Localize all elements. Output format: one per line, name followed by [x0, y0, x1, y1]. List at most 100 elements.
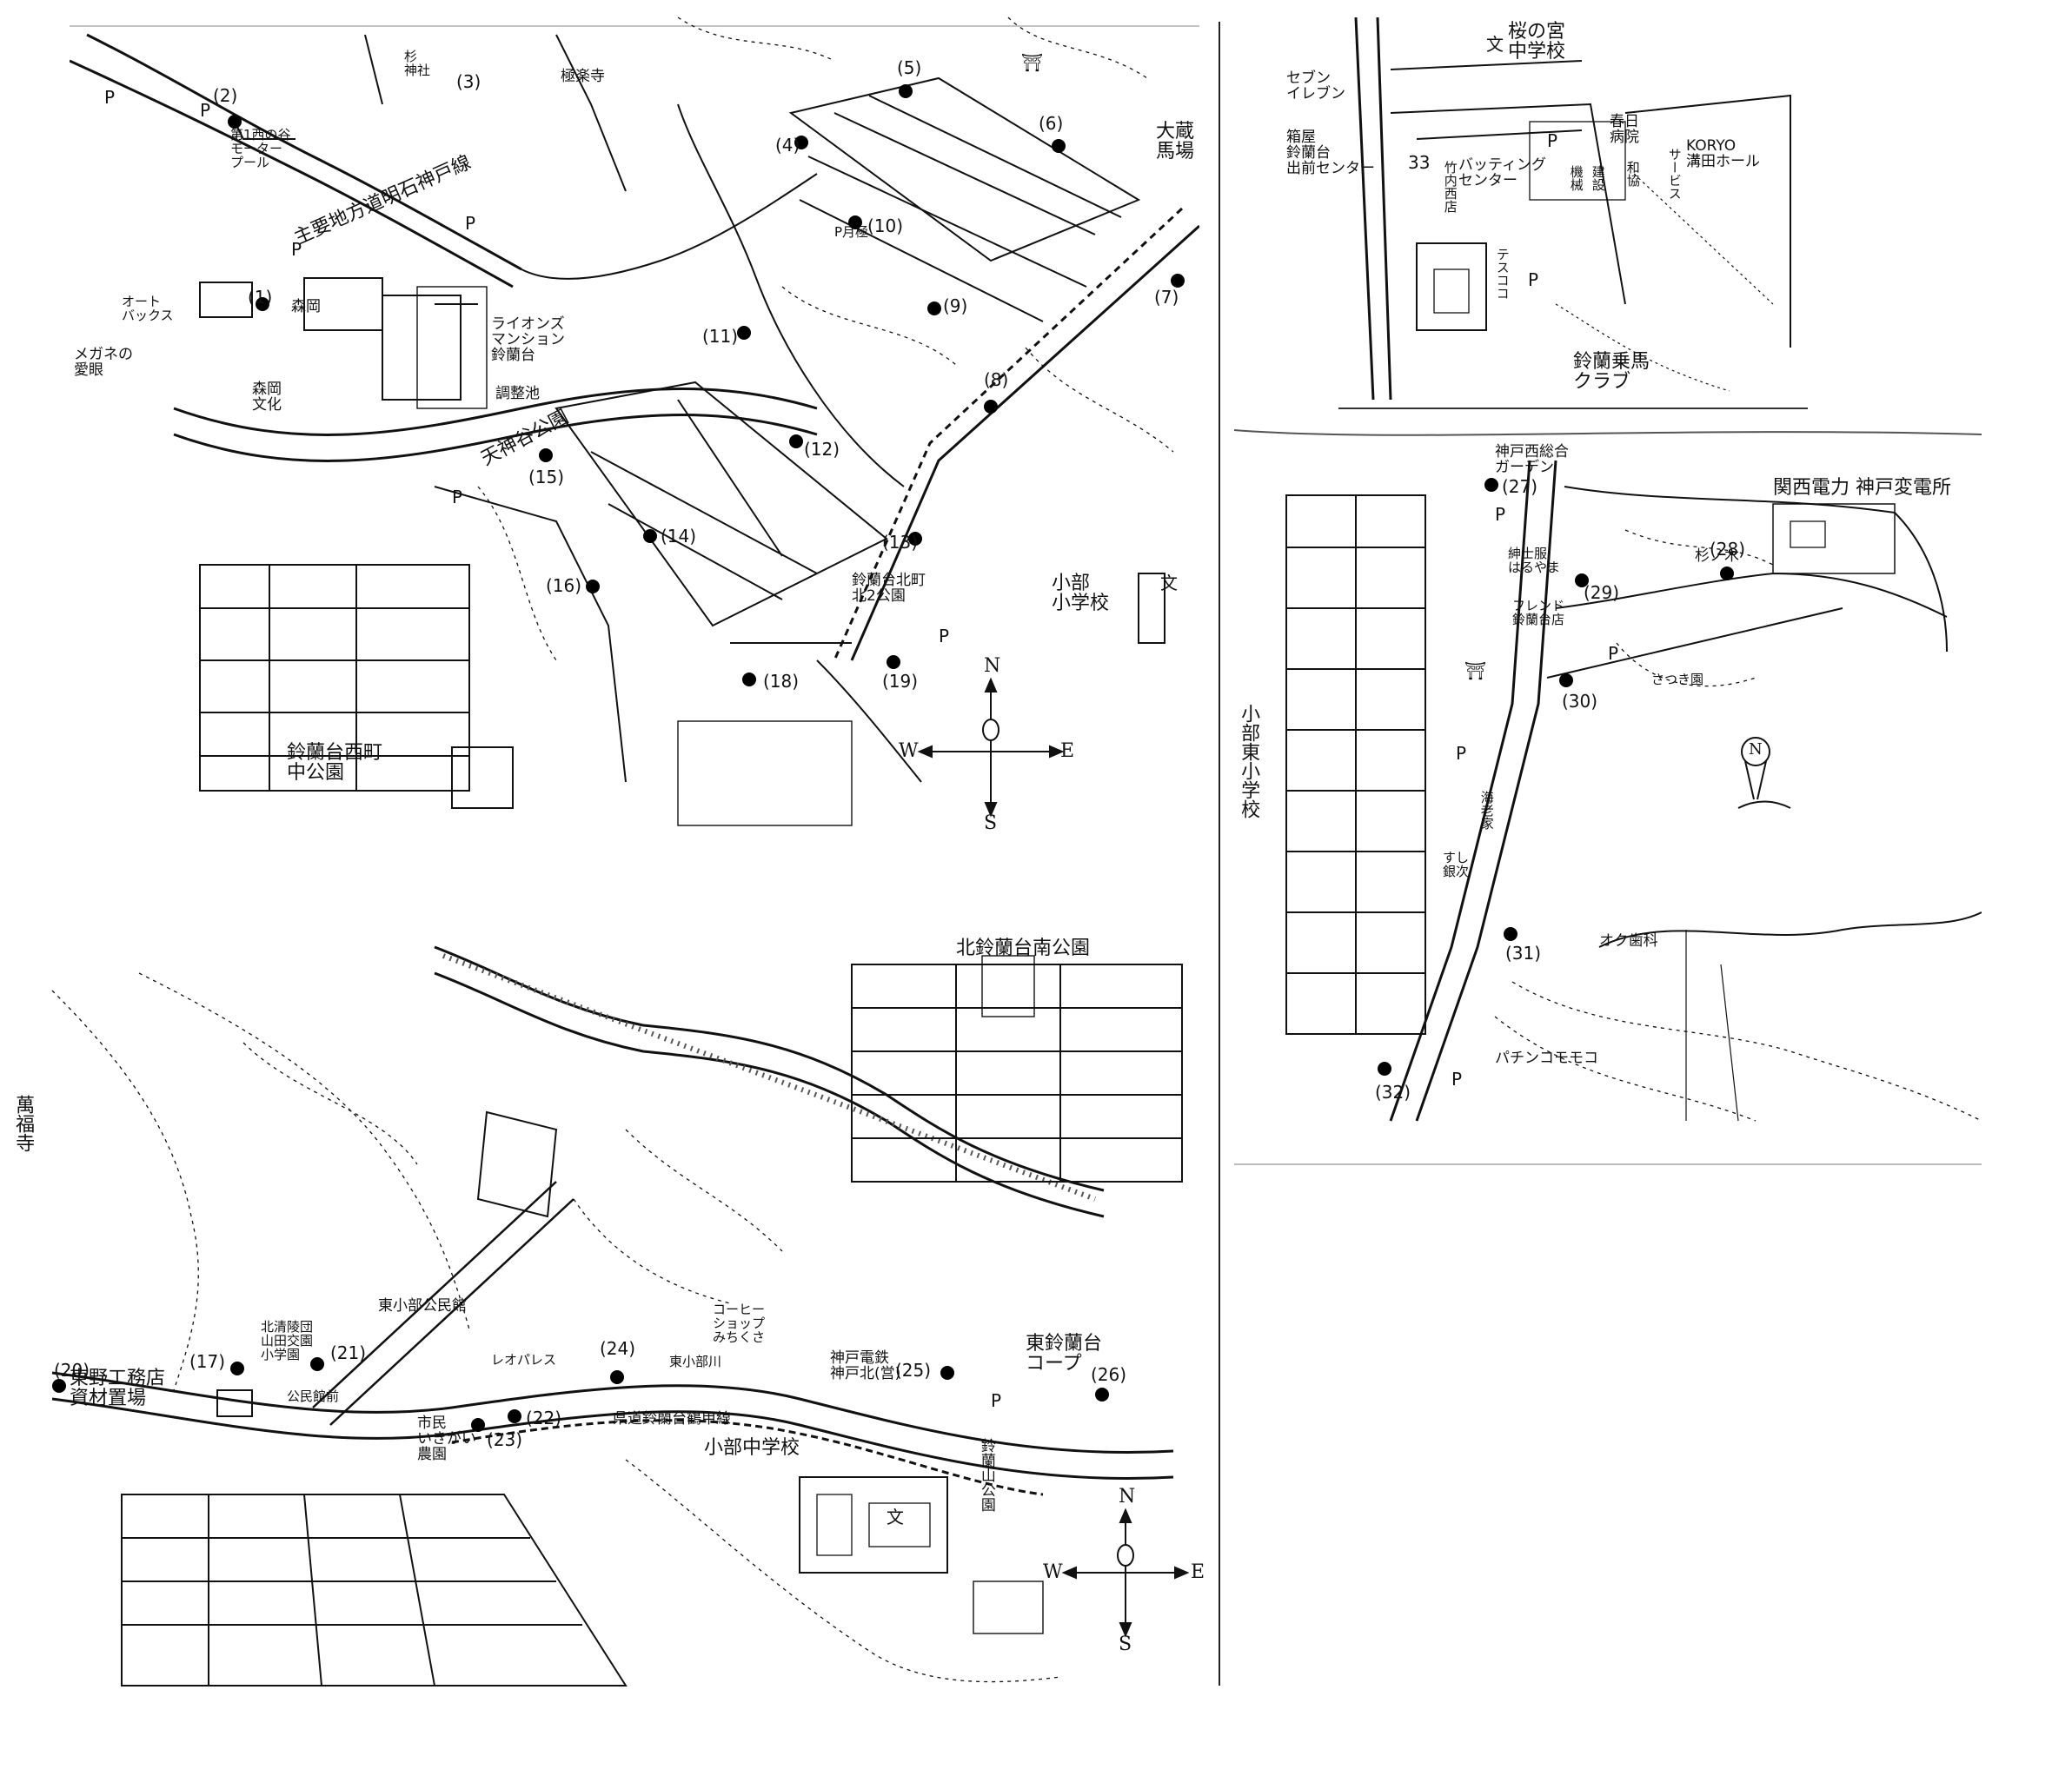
- stop-marker: [908, 532, 922, 546]
- stop-number: (8): [984, 369, 1009, 390]
- label-tes-coco: テスココ: [1494, 248, 1511, 300]
- label-kominkan-mae: 公民館前: [287, 1388, 340, 1404]
- stop-marker: [1095, 1388, 1109, 1402]
- compass-n: N: [1119, 1486, 1136, 1508]
- stop-number: (13): [882, 532, 919, 553]
- compass-balloon: N: [1721, 730, 1808, 825]
- parking-symbol: P: [991, 1390, 1002, 1411]
- stop-number: (4): [775, 135, 800, 156]
- stop-number: (15): [528, 467, 565, 487]
- stop-marker: [1575, 573, 1589, 587]
- stop-number: (7): [1154, 287, 1179, 308]
- label-kita-seiryo-park: 北清陵団 山田交園 小学園: [261, 1319, 314, 1362]
- stop-number: (31): [1505, 943, 1542, 964]
- stop-number: (24): [600, 1338, 636, 1359]
- label-sakuranomiya-school: 桜の宮 中学校: [1508, 21, 1566, 63]
- label-pachinko: パチンコモモコ: [1495, 1050, 1598, 1067]
- label-suzuran-horse: 鈴蘭乗馬 クラブ: [1573, 351, 1650, 394]
- stop-number: (17): [189, 1351, 226, 1372]
- label-shop-a: 竹内西店: [1442, 161, 1458, 213]
- compass-s: S: [1119, 1634, 1132, 1655]
- stop-number: (19): [882, 671, 919, 692]
- stop-marker: [643, 529, 657, 543]
- compass-rose: N S W E: [1043, 1486, 1205, 1655]
- compass-arrows: [917, 677, 1065, 818]
- label-ikigai-farm: 市民 いきがい 農園: [417, 1415, 476, 1463]
- label-friend-suzuran: フレンド 鈴蘭台店: [1512, 598, 1565, 627]
- label-shop-c: 建設: [1590, 165, 1606, 191]
- stop-number: (10): [867, 215, 904, 236]
- label-higashi-suzuran-coop: 東鈴蘭台 コープ: [1026, 1333, 1103, 1375]
- stop-number: (11): [702, 326, 739, 347]
- map-sw-roads: [51, 945, 1183, 1687]
- stop-marker: [1559, 673, 1573, 687]
- stop-marker: [899, 84, 913, 98]
- label-garden: 神戸西総合 ガーデン: [1495, 443, 1569, 476]
- parking-symbol: P: [1608, 643, 1619, 664]
- label-kobe-school: 小部 小学校: [1052, 573, 1110, 615]
- stop-marker: [471, 1418, 485, 1432]
- compass-w: W: [899, 740, 919, 762]
- label-kobe-higashi-school: 小部東小学校: [1238, 704, 1260, 818]
- label-p-tsukigata: P月極: [834, 224, 869, 240]
- label-leo-palace: レオパレス: [491, 1352, 557, 1368]
- label-kitamachi-park: 鈴蘭台北町 北2公園: [852, 572, 926, 605]
- label-kobe-junior-high: 小部中学校: [704, 1437, 800, 1459]
- label-hakuoku-center: 箱屋 鈴蘭台 出前センター: [1286, 129, 1375, 177]
- school-symbol: 文: [1486, 34, 1504, 55]
- compass-e: E: [1191, 1561, 1205, 1583]
- stop-number: (2): [213, 85, 238, 106]
- stop-marker: [310, 1357, 324, 1371]
- stop-marker: [984, 400, 998, 414]
- label-shop-b: 機械: [1568, 165, 1584, 191]
- map-panel-northeast: 桜の宮 中学校 セブン イレブン 箱屋 鈴蘭台 出前センター バッティング セン…: [1286, 17, 1808, 426]
- stop-marker: [52, 1379, 66, 1393]
- stop-marker: [539, 448, 553, 462]
- stop-number: (25): [895, 1360, 932, 1381]
- stop-number: (22): [526, 1408, 562, 1428]
- stop-number: (28): [1710, 539, 1746, 560]
- balloon-icon: [1737, 737, 1791, 809]
- compass-w: W: [1043, 1561, 1063, 1583]
- stop-marker: [1720, 567, 1734, 580]
- stop-number: (16): [546, 575, 582, 596]
- parking-symbol: P: [1451, 1069, 1463, 1090]
- stop-number: (21): [330, 1342, 367, 1363]
- stop-marker: [789, 434, 803, 448]
- label-kita-suzuran-minami-park: 北鈴蘭台南公園: [956, 938, 1091, 959]
- stop-number: (14): [661, 526, 697, 547]
- stop-marker: [742, 673, 756, 686]
- stop-marker: [256, 297, 269, 311]
- stop-number: (20): [54, 1360, 90, 1381]
- label-higashino-koumuten: 東野工務店 資材置場: [70, 1368, 166, 1410]
- map-e-roads: [1234, 429, 1982, 1165]
- compass-n: N: [1749, 740, 1763, 759]
- label-suzuran-park: 鈴蘭山公園: [977, 1438, 995, 1512]
- parking-symbol: P: [939, 626, 950, 646]
- parking-symbol: P: [200, 100, 211, 121]
- label-kasuga-hospital: 春日 病院: [1610, 113, 1639, 146]
- stop-marker: [1378, 1062, 1391, 1076]
- label-higashi-kobe-kominkan: 東小部公民館: [378, 1297, 467, 1315]
- label-morioka: 森岡: [291, 298, 321, 315]
- stop-marker: [927, 302, 941, 315]
- stop-number: (6): [1039, 113, 1064, 134]
- stop-number: (1): [248, 287, 273, 308]
- school-symbol: 文: [887, 1507, 904, 1527]
- parking-symbol: P: [452, 487, 463, 507]
- stop-number: 33: [1408, 152, 1431, 173]
- label-kaiseki: 海老家: [1478, 791, 1495, 830]
- parking-symbol: P: [291, 239, 302, 260]
- stop-number: (29): [1584, 582, 1620, 603]
- stop-marker: [1052, 139, 1066, 153]
- parking-symbol: P: [104, 87, 116, 108]
- stop-marker: [508, 1409, 521, 1423]
- label-manpukuji: 萬福寺: [12, 1095, 35, 1152]
- label-batting-center: バッティング センター: [1458, 156, 1546, 189]
- stop-marker: [1484, 478, 1498, 492]
- stop-marker: [228, 115, 242, 129]
- map-nw-roads: [70, 17, 1199, 826]
- stop-marker: [737, 326, 751, 340]
- stop-number: (12): [804, 439, 840, 460]
- label-coffee-shop: コーヒー ショップ みちくさ: [713, 1302, 766, 1345]
